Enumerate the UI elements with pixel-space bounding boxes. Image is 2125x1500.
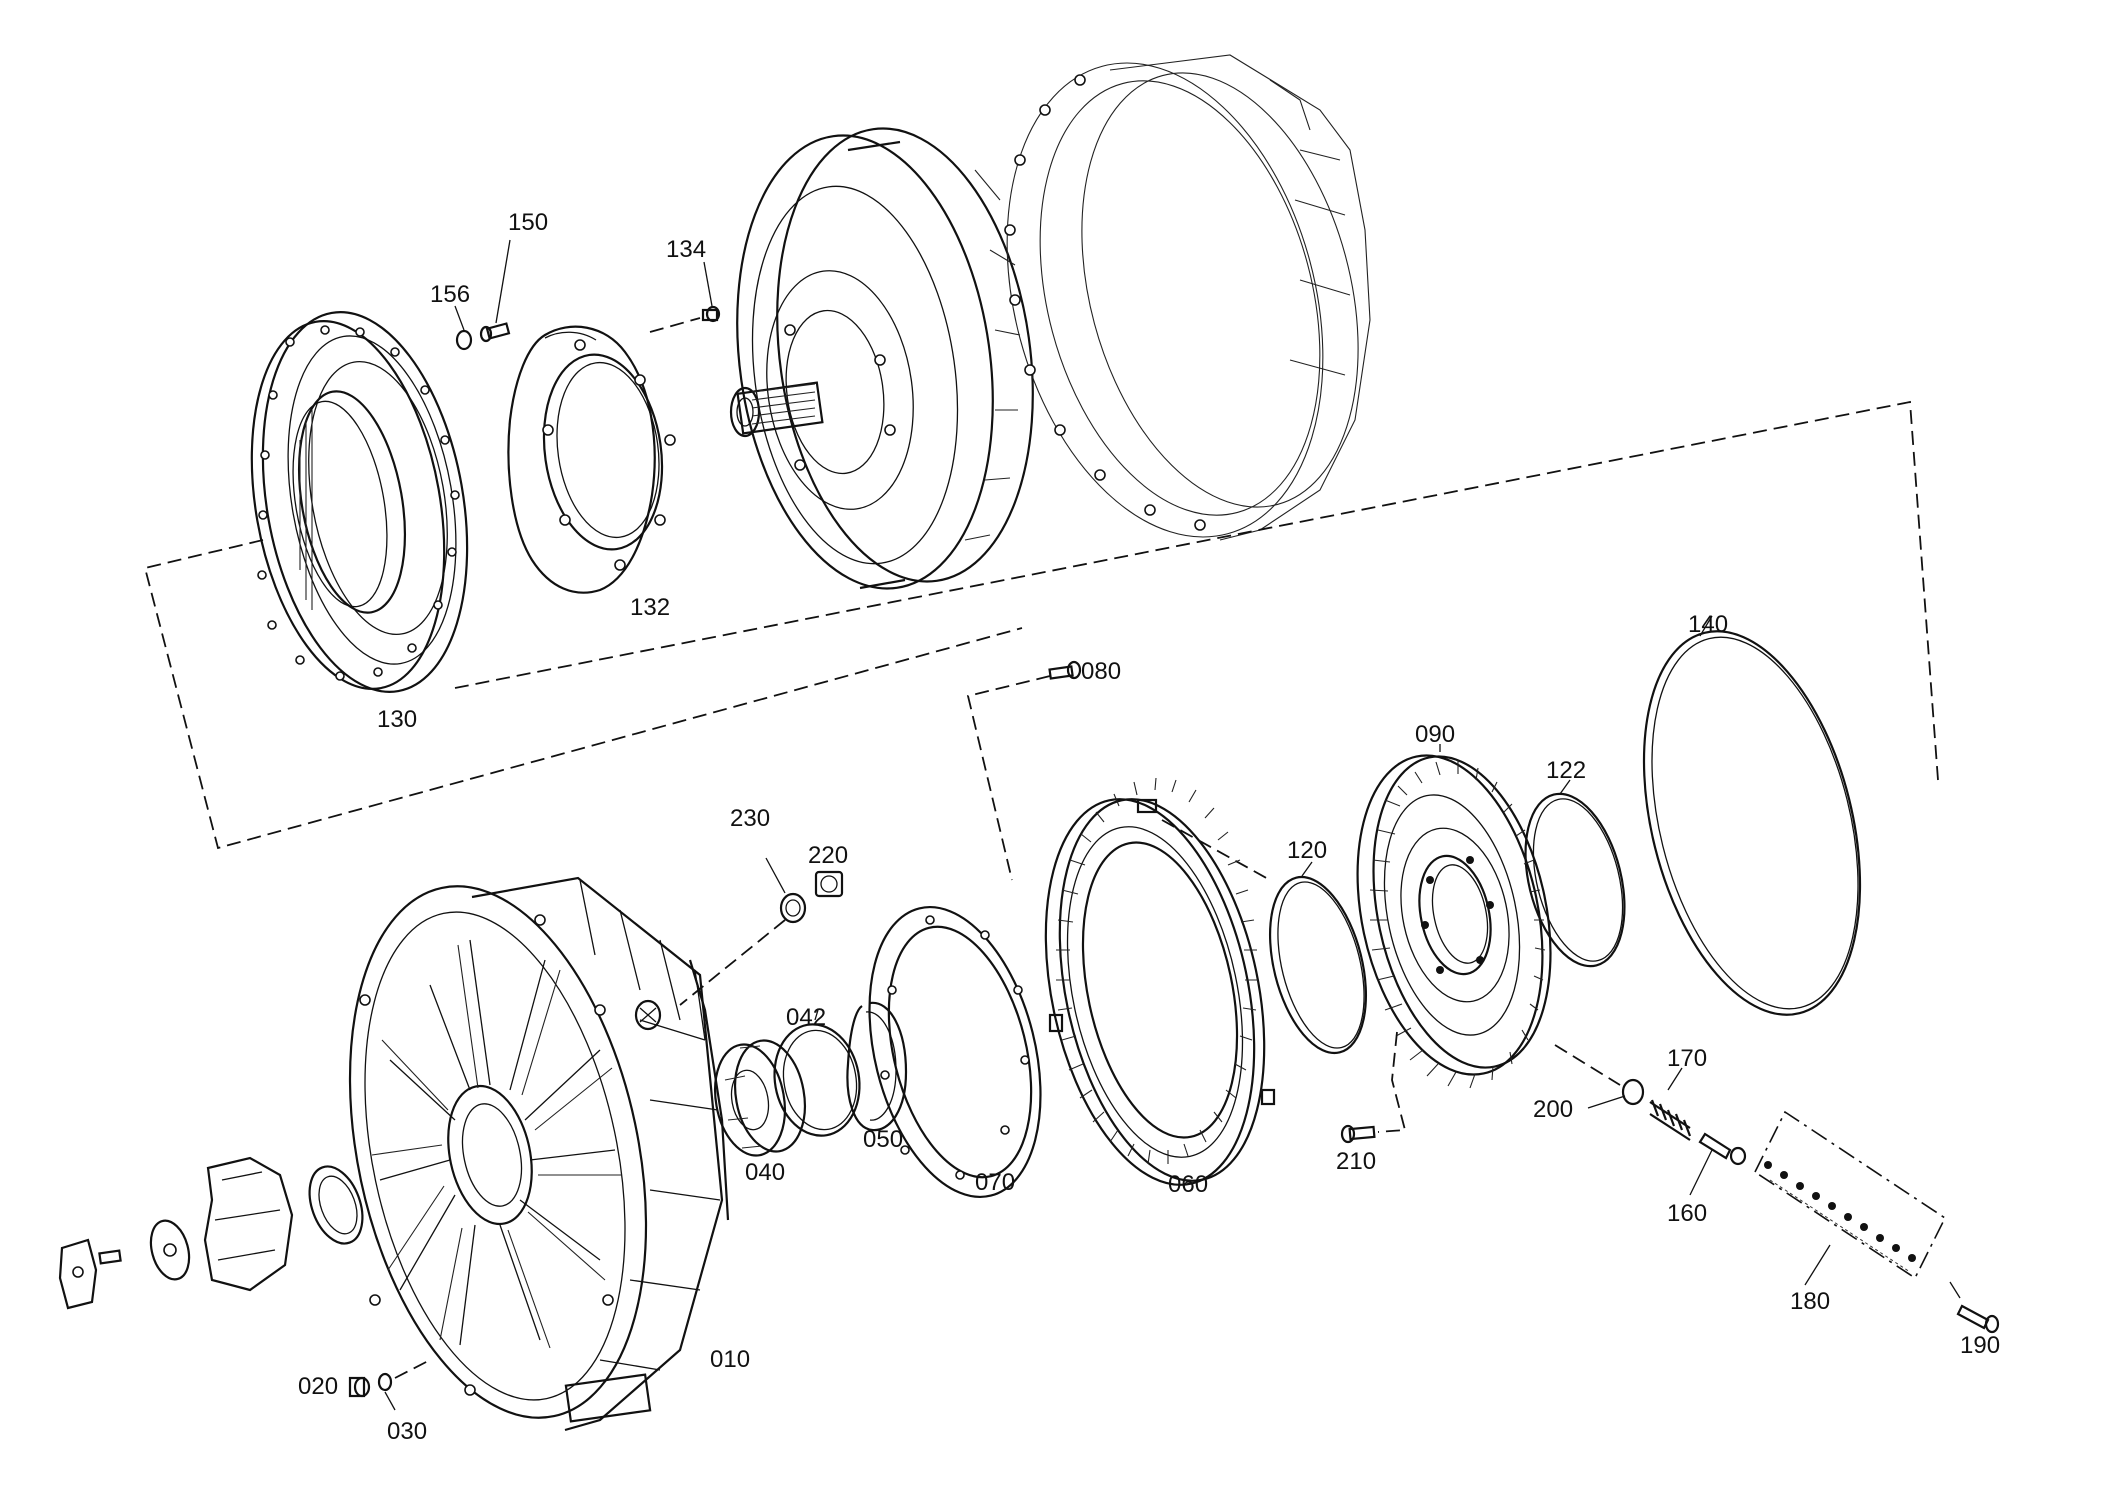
- part-080-bolt: [1048, 660, 1082, 680]
- part-070-plate: [868, 905, 1042, 1199]
- label-030: 030: [387, 1418, 427, 1445]
- label-160: 160: [1667, 1200, 1707, 1227]
- leader-200: [1587, 1095, 1626, 1109]
- label-190: 190: [1960, 1332, 2000, 1359]
- label-180: 180: [1790, 1288, 1830, 1315]
- label-120: 120: [1287, 837, 1327, 864]
- label-134: 134: [666, 236, 706, 263]
- label-080: 080: [1081, 658, 1121, 685]
- part-132-plate: [507, 325, 676, 594]
- label-130: 130: [377, 706, 417, 733]
- leader-230: [765, 857, 786, 894]
- part-134-bolt: [701, 305, 721, 323]
- part-120-ring: [1268, 875, 1368, 1055]
- dash-200: [1554, 1044, 1621, 1086]
- label-170: 170: [1667, 1045, 1707, 1072]
- leader-190: [1949, 1281, 1961, 1299]
- part-130-flange: [250, 311, 469, 693]
- label-210: 210: [1336, 1148, 1376, 1175]
- part-190-bolt: [1956, 1304, 2000, 1334]
- part-010-housing: [348, 876, 730, 1432]
- leader-180: [1804, 1244, 1831, 1286]
- dash-080: [966, 675, 1051, 881]
- label-122: 122: [1546, 757, 1586, 784]
- dash-134: [649, 317, 701, 333]
- part-200-washer: [1621, 1078, 1645, 1106]
- label-090: 090: [1415, 721, 1455, 748]
- part-160-bolt: [1698, 1132, 1747, 1166]
- leader-134: [703, 261, 713, 307]
- part-090-disc: [1356, 754, 1552, 1089]
- unlabeled-pump-parts: [58, 1156, 364, 1310]
- converter-housing-outline: [1004, 54, 1371, 541]
- part-020-plug: [348, 1376, 371, 1398]
- part-156-washer: [455, 329, 473, 351]
- leader-140: [1699, 615, 1713, 637]
- part-040-bearing: [714, 1039, 806, 1157]
- label-132: 132: [630, 594, 670, 621]
- part-230-washer: [779, 892, 807, 924]
- label-156: 156: [430, 281, 470, 308]
- part-180-kit: [1753, 1110, 1947, 1280]
- part-170-spring: [1649, 1099, 1692, 1141]
- part-030-ring: [377, 1372, 393, 1392]
- label-070: 070: [975, 1169, 1015, 1196]
- leader-122: [1559, 779, 1571, 795]
- dash-group-130: [143, 539, 1023, 850]
- leader-156: [454, 305, 465, 331]
- leader-042: [814, 1009, 819, 1021]
- callout-labels: 010 020 030 040 042 050 060 070 080 090 …: [298, 209, 2000, 1445]
- dash-230: [679, 919, 786, 1006]
- part-042-ring: [773, 1023, 861, 1137]
- leader-160: [1689, 1149, 1713, 1196]
- leader-170: [1667, 1067, 1683, 1091]
- label-220: 220: [808, 842, 848, 869]
- label-230: 230: [730, 805, 770, 832]
- part-150-bolt: [479, 322, 511, 343]
- label-060: 060: [1168, 1171, 1208, 1198]
- part-210-bolt: [1340, 1124, 1376, 1144]
- label-200: 200: [1533, 1096, 1573, 1123]
- torque-converter: [729, 127, 1034, 590]
- part-122-ring: [1524, 792, 1626, 968]
- label-140: 140: [1688, 611, 1728, 638]
- dash-210: [1377, 1031, 1407, 1133]
- label-020: 020: [298, 1373, 338, 1400]
- leader-150: [495, 239, 511, 324]
- part-220-nut: [814, 870, 844, 898]
- label-040: 040: [745, 1159, 785, 1186]
- dash-030: [394, 1359, 431, 1379]
- leader-030: [384, 1391, 396, 1411]
- part-060-toothed-ring: [1044, 777, 1276, 1186]
- dash-group-140: [454, 400, 1939, 781]
- label-010: 010: [710, 1346, 750, 1373]
- leader-120: [1301, 861, 1313, 877]
- label-042: 042: [786, 1004, 826, 1031]
- label-150: 150: [508, 209, 548, 236]
- part-140-ring: [1642, 630, 1862, 1016]
- label-050: 050: [863, 1126, 903, 1153]
